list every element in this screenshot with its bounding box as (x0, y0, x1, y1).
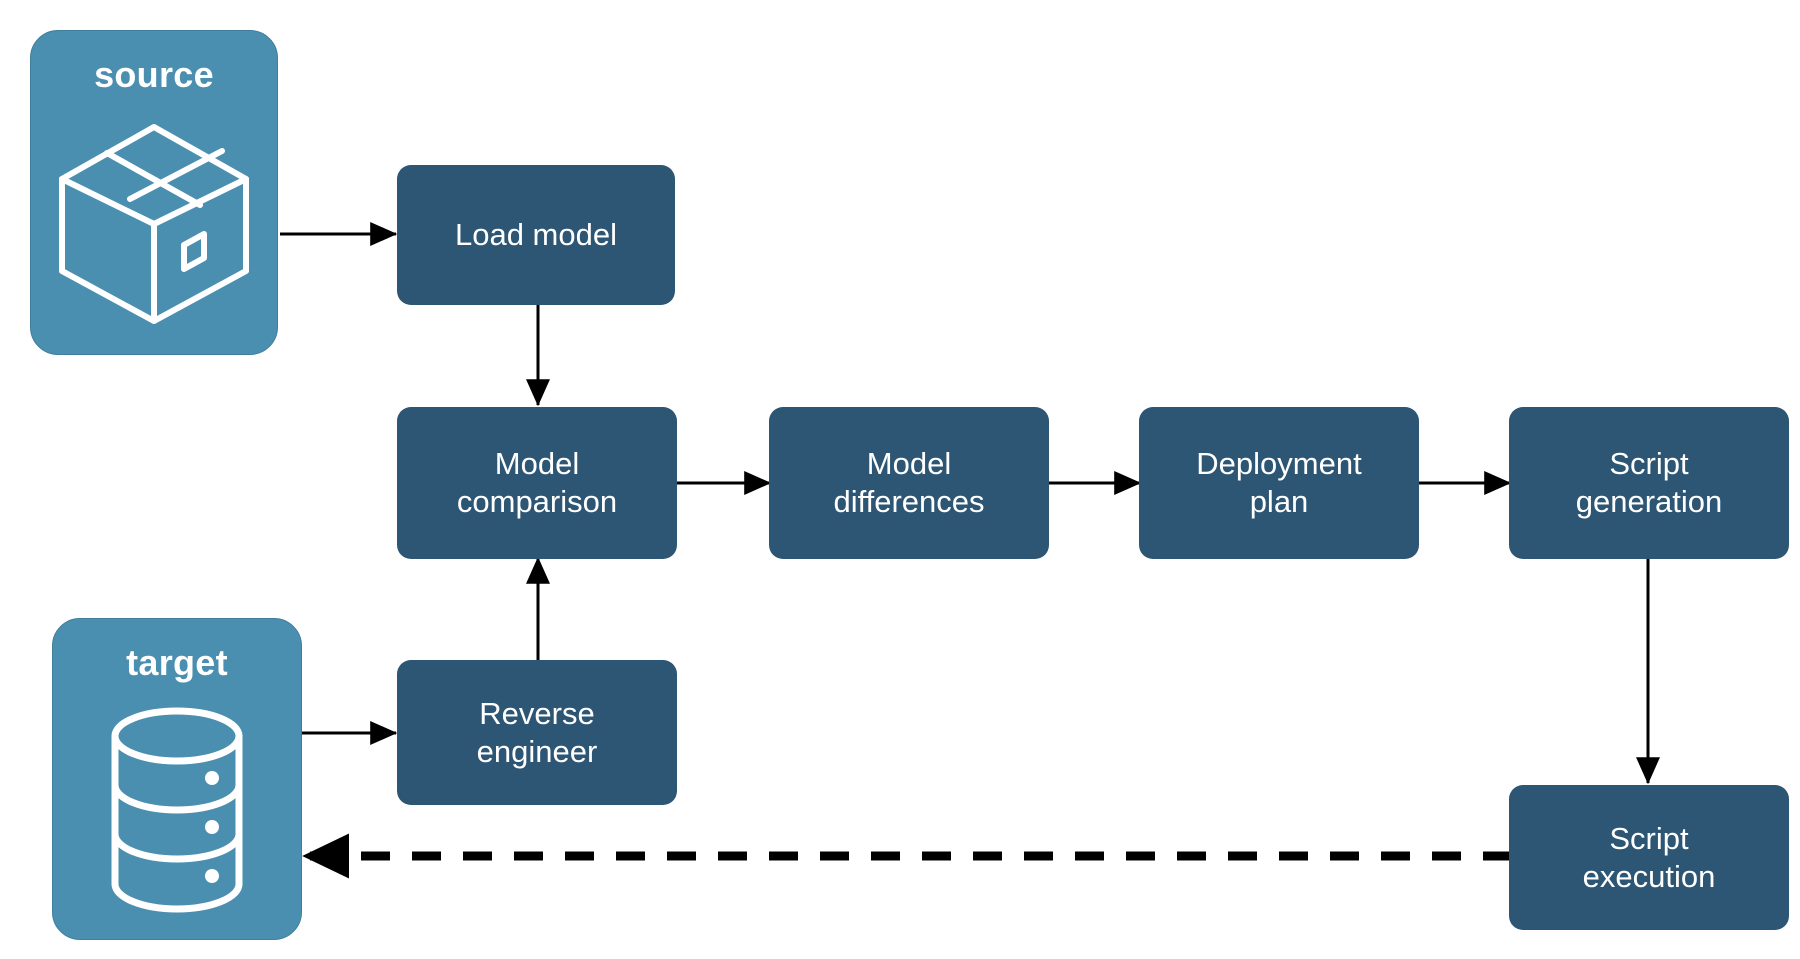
process-box-reverse-engineer[interactable]: Reverse engineer (397, 660, 677, 805)
process-box-model-differences[interactable]: Model differences (769, 407, 1049, 559)
endpoint-target[interactable]: target (52, 618, 302, 940)
process-box-script-generation-text: Script generation (1575, 446, 1723, 519)
process-box-script-execution[interactable]: Script execution (1509, 785, 1789, 930)
process-box-model-comparison[interactable]: Model comparison (397, 407, 677, 559)
process-box-model-comparison-text: Model comparison (456, 446, 618, 519)
process-box-deployment-plan[interactable]: Deployment plan (1139, 407, 1419, 559)
database-cylinder-icon (53, 681, 301, 939)
endpoint-target-label: target (126, 642, 228, 683)
process-box-load-model[interactable]: Load model (397, 165, 675, 305)
process-box-load-model-text: Load model (454, 217, 617, 253)
process-box-deployment-plan-text: Deployment plan (1196, 446, 1362, 519)
process-box-reverse-engineer-text: Reverse engineer (476, 695, 598, 769)
endpoint-source-label: source (94, 54, 214, 95)
endpoint-source[interactable]: source (30, 30, 278, 355)
package-box-icon (31, 93, 277, 354)
process-box-script-execution-text: Script execution (1582, 820, 1716, 894)
process-box-script-generation[interactable]: Script generation (1509, 407, 1789, 559)
process-box-model-differences-text: Model differences (833, 446, 985, 519)
